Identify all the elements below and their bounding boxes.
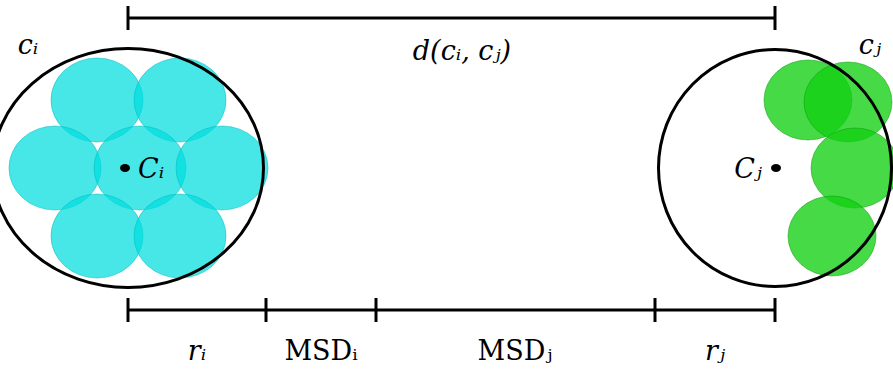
dimension-tick	[375, 298, 378, 322]
radius-label: rⱼ	[705, 337, 725, 364]
circle-outline	[657, 48, 893, 288]
dimension-line	[128, 17, 775, 20]
radius-label: rᵢ	[188, 337, 206, 364]
msd-label: MSDᵢ	[284, 337, 357, 364]
distance-label: d(cᵢ, cⱼ)	[413, 37, 511, 64]
cluster-circle: cⱼCⱼ	[657, 48, 893, 288]
circle-outline	[0, 47, 265, 289]
green-sphere	[811, 128, 893, 208]
msd-label: MSDⱼ	[478, 337, 553, 364]
centroid-label: Cⱼ	[734, 155, 762, 182]
cluster-circle: cᵢCᵢ	[0, 47, 265, 289]
dimension-tick	[265, 298, 268, 322]
dimension-tick	[774, 298, 777, 322]
center-dot	[771, 164, 781, 172]
dimension-line	[128, 309, 775, 312]
green-sphere	[788, 196, 876, 276]
dimension-tick	[127, 298, 130, 322]
centroid-label: Cᵢ	[138, 155, 164, 182]
circle-outline	[659, 50, 892, 287]
circle-outline	[0, 49, 264, 288]
cluster-name: cⱼ	[859, 31, 881, 58]
cyan-sphere	[134, 194, 226, 278]
center-dot	[120, 164, 130, 172]
dimension-tick	[774, 6, 777, 30]
cluster-name: cᵢ	[18, 31, 39, 58]
cyan-sphere	[51, 194, 143, 278]
dimension-tick	[654, 298, 657, 322]
dimension-tick	[127, 6, 130, 30]
